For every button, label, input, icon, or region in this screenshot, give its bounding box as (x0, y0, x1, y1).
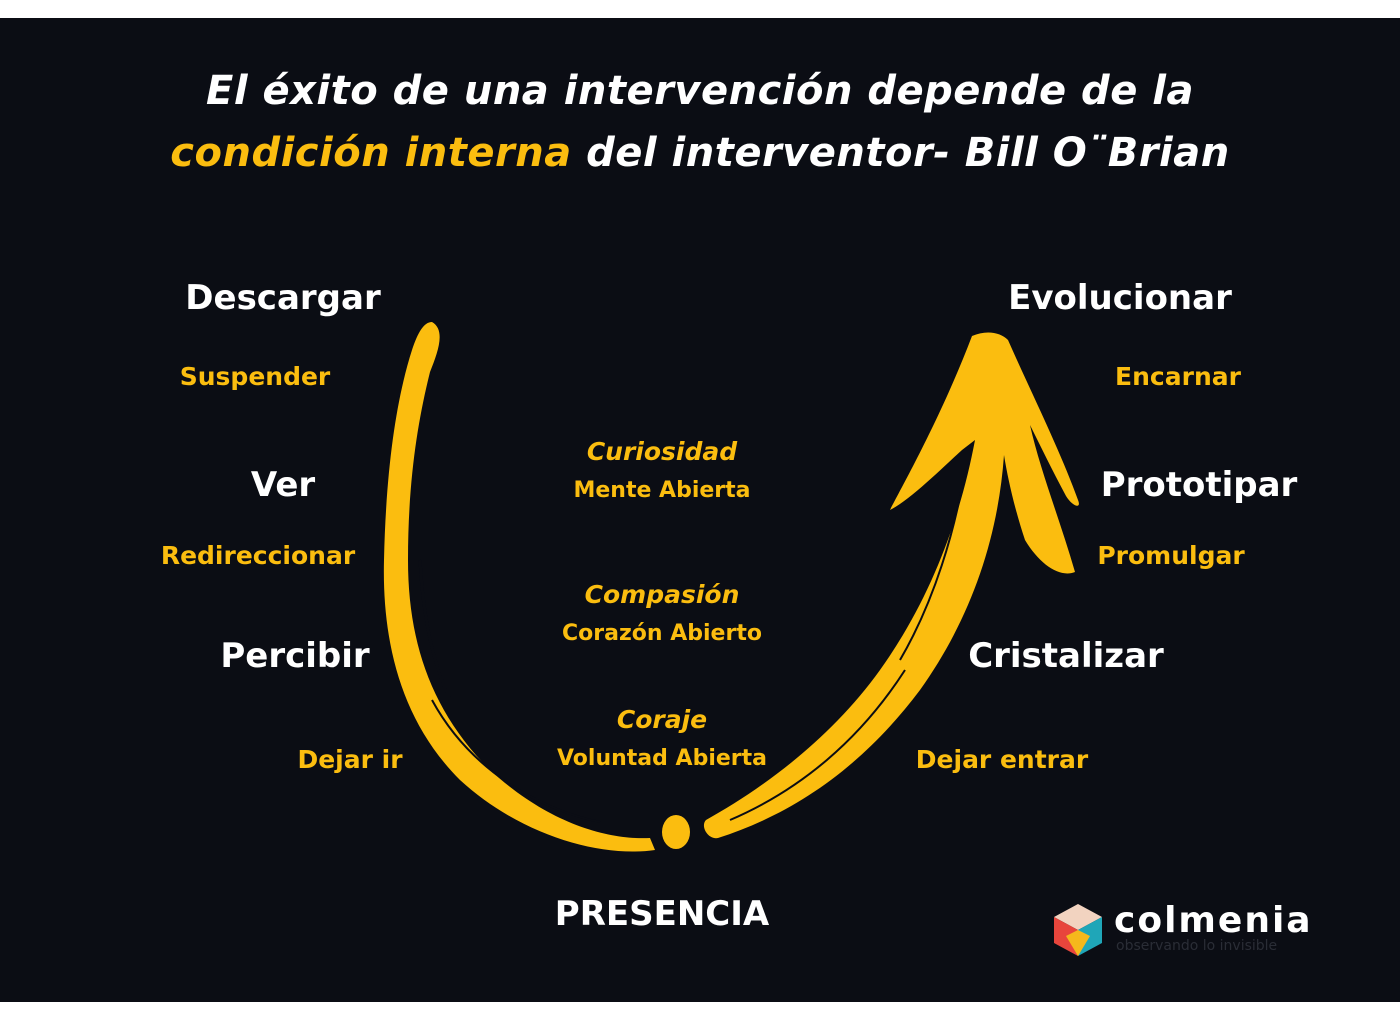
label-ver: Ver (250, 465, 316, 505)
label-dejar-entrar: Dejar entrar (915, 745, 1089, 774)
label-percibir: Percibir (220, 636, 370, 676)
label-evolucionar: Evolucionar (1008, 278, 1232, 318)
right-stroke-streak (729, 669, 906, 821)
logo-tagline: observando lo invisible (1116, 938, 1278, 954)
label-presencia: PRESENCIA (554, 894, 770, 934)
label-dejar-ir: Dejar ir (297, 745, 403, 774)
title-highlight: condición interna (170, 130, 572, 176)
left-descending-stroke (383, 322, 655, 852)
left-stroke-streak-2 (431, 699, 601, 823)
label-coraje: Coraje (616, 705, 708, 734)
hexagon-cube-icon (1054, 904, 1102, 956)
title-line-2: condición interna del interventor- Bill … (0, 130, 1400, 176)
label-descargar: Descargar (185, 278, 381, 318)
left-stroke-streak (418, 559, 492, 762)
title-line-1-text: El éxito de una intervención depende de … (206, 68, 1194, 114)
label-promulgar: Promulgar (1097, 541, 1245, 570)
label-mente-abierta: Mente Abierta (573, 478, 751, 503)
logo-name: colmenia (1114, 900, 1313, 941)
label-corazon-abierto: Corazón Abierto (562, 621, 762, 646)
label-cristalizar: Cristalizar (968, 636, 1164, 676)
diagram-panel (0, 18, 1400, 1002)
label-prototipar: Prototipar (1100, 465, 1298, 505)
label-curiosidad: Curiosidad (586, 437, 738, 466)
right-stroke-streak-2 (899, 469, 966, 661)
label-compasion: Compasión (584, 580, 740, 609)
label-suspender: Suspender (179, 362, 331, 391)
right-ascending-arrow (703, 332, 1079, 839)
label-voluntad-abierta: Voluntad Abierta (556, 746, 768, 771)
label-redireccionar: Redireccionar (160, 541, 356, 570)
title-line-1: El éxito de una intervención depende de … (0, 68, 1400, 114)
label-encarnar: Encarnar (1115, 362, 1241, 391)
presence-dot (662, 815, 690, 849)
colmenia-logo: colmenia observando lo invisible (1050, 896, 1313, 962)
title-line-2-rest: del interventor- Bill O¨Brian (571, 130, 1230, 176)
